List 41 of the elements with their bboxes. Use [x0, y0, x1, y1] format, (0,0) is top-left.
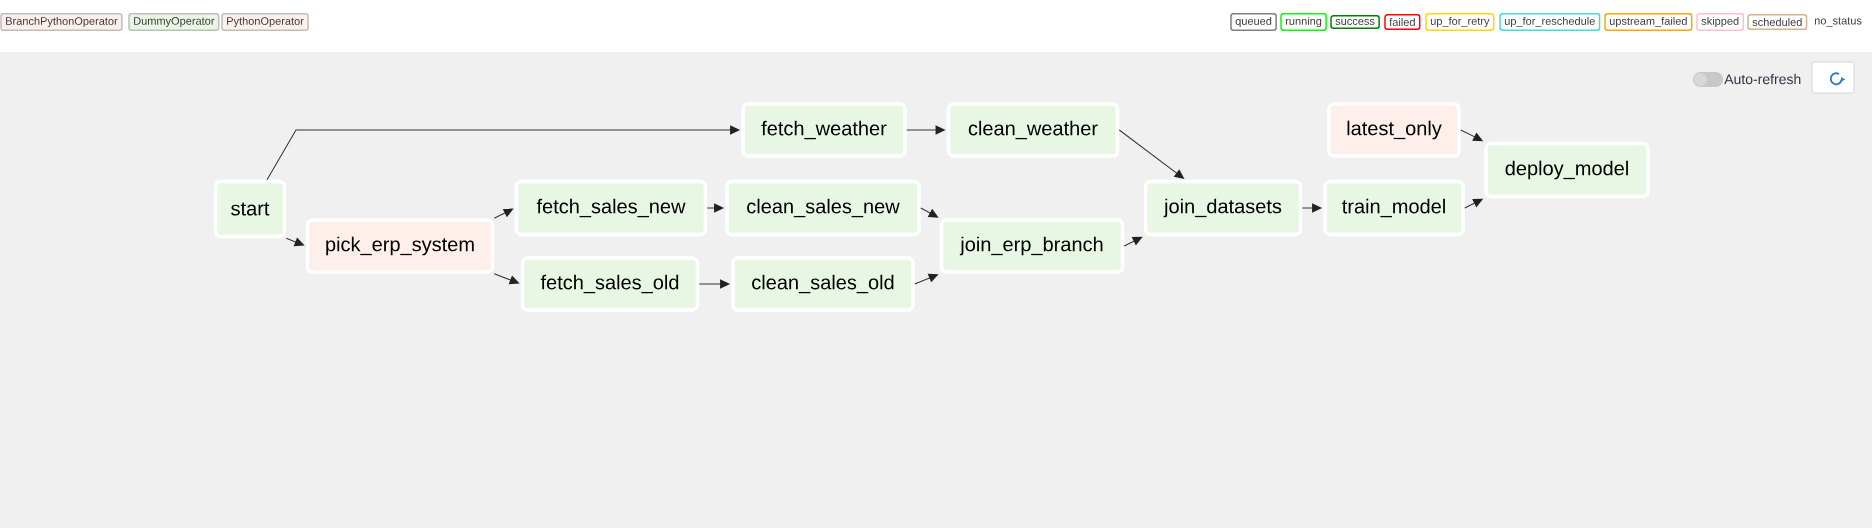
- legend-chip: queued: [1230, 12, 1277, 32]
- legend-chip: DummyOperator: [128, 13, 220, 31]
- arrow: [285, 237, 305, 247]
- legend-chip: up_for_retry: [1425, 12, 1495, 32]
- arrow: [906, 125, 946, 135]
- task-box: clean_sales_new: [725, 179, 921, 237]
- task-box: fetch_weather: [741, 102, 907, 158]
- toggle-label: Auto-refresh: [1724, 73, 1801, 85]
- task-box: clean_sales_old: [731, 256, 915, 312]
- legend-chip: up_for_reschedule: [1499, 12, 1601, 32]
- arrow: [920, 207, 939, 218]
- arrow: [493, 273, 520, 285]
- legend-chip: upstream_failed: [1604, 12, 1693, 32]
- arrow: [493, 208, 514, 219]
- arrow: [706, 203, 725, 213]
- legend-chip: scheduled: [1747, 14, 1808, 30]
- task-box: pick_erp_system: [305, 218, 495, 274]
- arrow: [698, 279, 731, 289]
- legend-chip: skipped: [1696, 12, 1745, 32]
- task-box: clean_weather: [946, 102, 1120, 158]
- task-box: latest_only: [1327, 102, 1461, 158]
- task-box: deploy_model: [1484, 141, 1650, 199]
- legend-chip: failed: [1384, 14, 1421, 30]
- arrow: [266, 125, 741, 181]
- legend-chip: running: [1280, 12, 1327, 32]
- task-box: fetch_sales_old: [520, 256, 700, 312]
- arrow: [914, 273, 939, 285]
- legend-chip: success: [1330, 15, 1380, 29]
- arrow: [1464, 198, 1484, 209]
- legend-chip: PythonOperator: [221, 12, 309, 32]
- arrow: [1123, 236, 1143, 247]
- arrow: [1460, 129, 1484, 142]
- legend-chip: BranchPythonOperator: [0, 12, 123, 32]
- task-box: fetch_sales_new: [514, 179, 708, 237]
- arrow: [1301, 203, 1323, 213]
- task-box: start: [213, 179, 287, 239]
- arrow: [1118, 129, 1185, 180]
- task-box: join_datasets: [1143, 179, 1303, 237]
- legend-text: no_status: [1814, 17, 1862, 27]
- task-box: join_erp_branch: [939, 218, 1125, 274]
- task-box: train_model: [1323, 179, 1465, 237]
